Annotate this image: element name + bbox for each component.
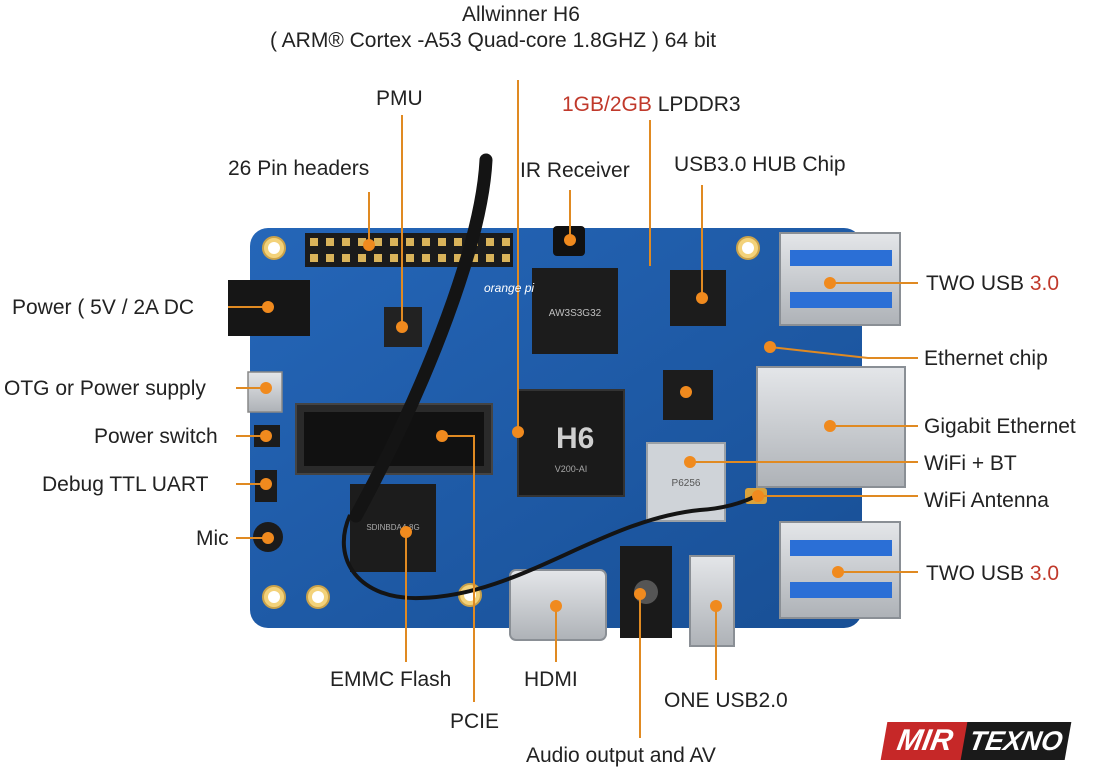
label-pmu: PMU — [376, 87, 423, 110]
mirtexno-logo: MIR TEXNO — [880, 722, 1072, 760]
label-wifi-antenna: WiFi Antenna — [924, 489, 1049, 512]
label-emmc-flash: EMMC Flash — [330, 668, 452, 691]
soc-chip — [517, 389, 625, 497]
label-two-usb-bottom-ver: 3.0 — [1029, 562, 1060, 585]
label-soc-title: Allwinner H6 — [462, 3, 580, 26]
usb2-port — [689, 555, 735, 647]
label-gigabit-ethernet: Gigabit Ethernet — [924, 415, 1076, 438]
soc-sub-marking: V200-AI — [555, 464, 588, 474]
label-ethernet-chip: Ethernet chip — [924, 347, 1048, 370]
label-power: Power ( 5V / 2A DC — [12, 296, 195, 319]
label-two-usb-bottom-text: TWO USB — [926, 562, 1024, 585]
label-two-usb-top-text: TWO USB — [926, 272, 1024, 295]
leader-lines — [228, 80, 918, 738]
label-two-usb-bottom: TWO USB 3.0 — [926, 563, 1059, 584]
board-brand: orange pi — [484, 281, 534, 295]
label-audio-av: Audio output and AV — [526, 744, 716, 767]
label-ir-receiver: IR Receiver — [520, 159, 630, 182]
label-soc-spec: ( ARM® Cortex -A53 Quad-core 1.8GHZ ) 64… — [270, 29, 717, 52]
wifi-marking: P6256 — [672, 478, 701, 489]
label-mic: Mic — [196, 527, 229, 550]
label-power-switch: Power switch — [94, 425, 218, 448]
usb3-top-port — [779, 232, 901, 326]
marker-dots — [260, 234, 844, 612]
emmc-marking: SDINBDA4-8G — [366, 523, 419, 532]
label-one-usb2: ONE USB2.0 — [664, 689, 788, 712]
label-pcie: PCIE — [450, 710, 500, 733]
label-two-usb-top: TWO USB 3.0 — [926, 273, 1059, 294]
label-usb-hub-chip: USB3.0 HUB Chip — [674, 153, 846, 176]
logo-mir: MIR — [880, 722, 970, 760]
label-hdmi: HDMI — [524, 668, 578, 691]
label-ram-type: LPDDR3 — [657, 93, 741, 116]
antenna-stick — [349, 153, 493, 523]
ram-chip — [532, 268, 618, 354]
logo-texno: TEXNO — [960, 722, 1072, 760]
label-two-usb-top-ver: 3.0 — [1029, 272, 1060, 295]
label-otg: OTG or Power supply — [4, 377, 206, 400]
pin-header-26 — [305, 233, 513, 267]
label-ram: 1GB/2GB LPDDR3 — [562, 94, 741, 115]
ram-marking: AW3S3G32 — [549, 308, 602, 319]
soc-marking: H6 — [556, 422, 594, 455]
antenna-cable — [341, 494, 757, 601]
label-wifi-bt: WiFi + BT — [924, 452, 1017, 475]
label-debug-uart: Debug TTL UART — [42, 473, 209, 496]
label-pin-headers: 26 Pin headers — [228, 157, 370, 180]
label-ram-size: 1GB/2GB — [562, 93, 652, 116]
